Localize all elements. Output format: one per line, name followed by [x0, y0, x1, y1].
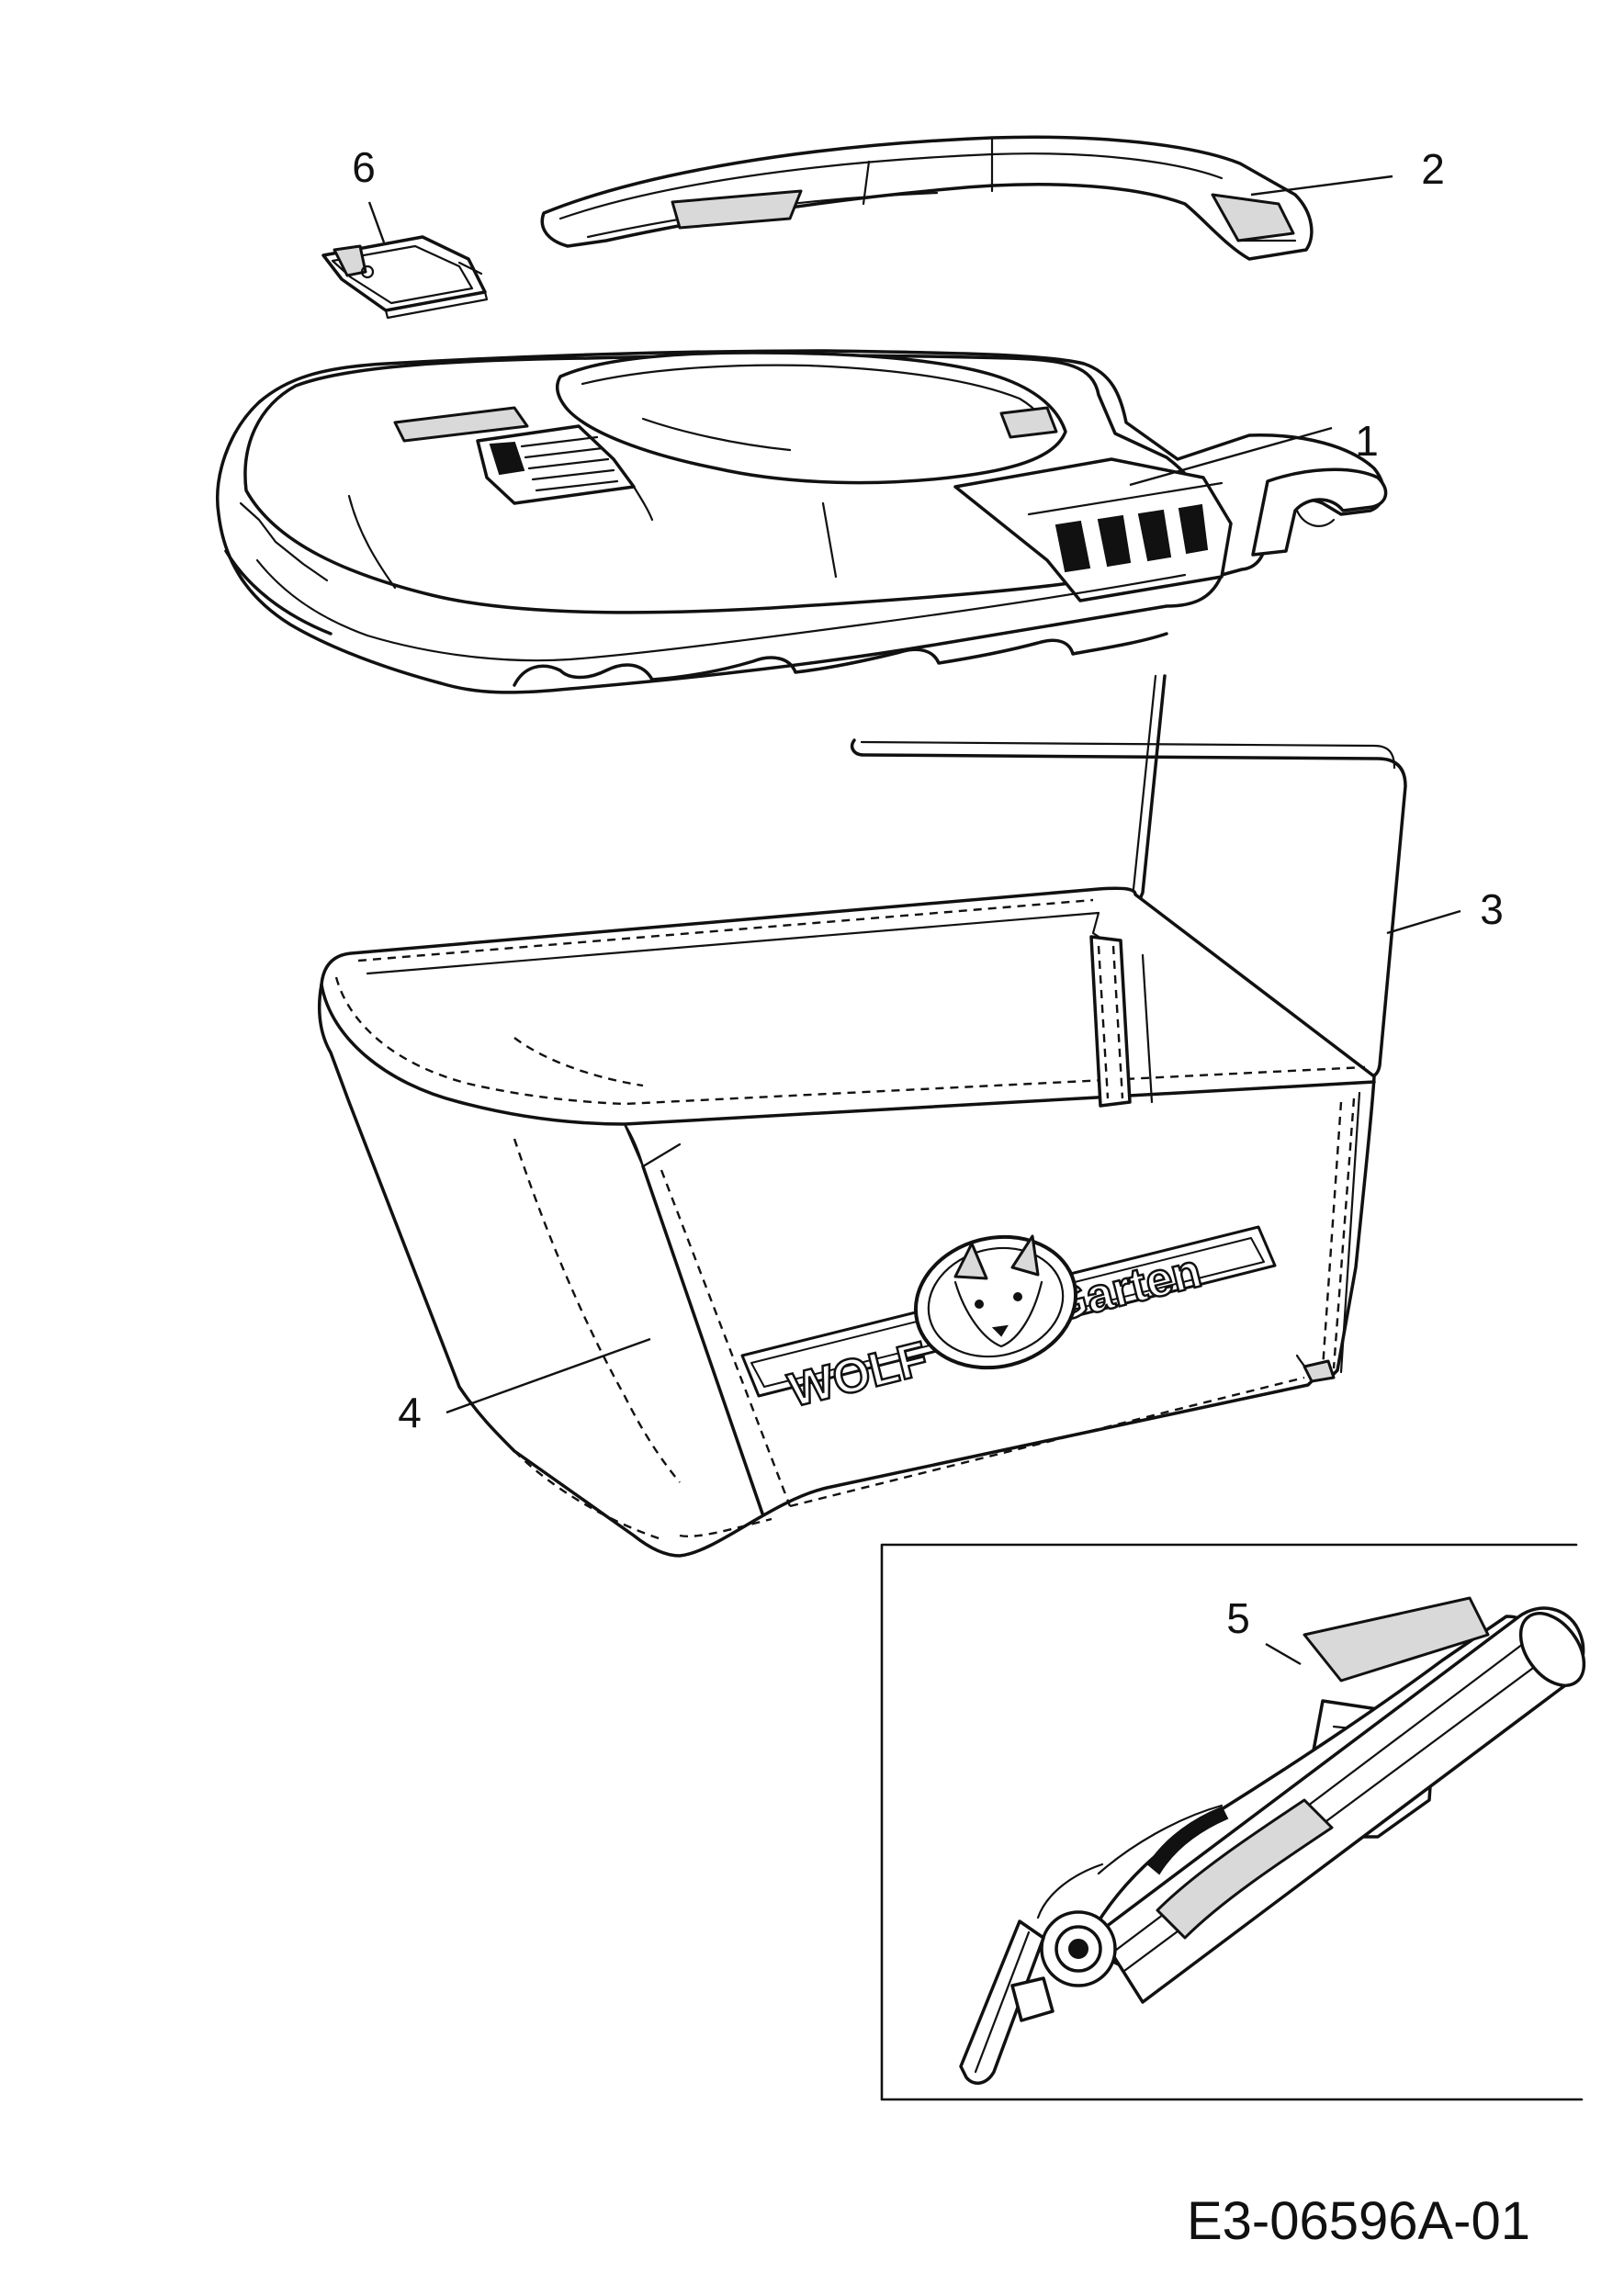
callout-4: 4	[398, 1337, 651, 1436]
callout-5: 5	[1226, 1594, 1302, 1666]
callout-3-label: 3	[1480, 885, 1504, 933]
callout-5-label: 5	[1226, 1594, 1250, 1642]
part-1-catcher-lid	[216, 349, 1388, 694]
drawing-number: E3-06596A-01	[1187, 2191, 1530, 2251]
callout-1: 1	[1129, 417, 1379, 487]
callout-6-label: 6	[352, 143, 376, 191]
part-4-fabric-bag	[317, 886, 1376, 1558]
callout-4-label: 4	[398, 1389, 422, 1436]
part-5-inset	[880, 1543, 1584, 2101]
part-6-level-indicator-cover	[321, 235, 489, 320]
callout-2: 2	[1250, 145, 1445, 197]
callout-1-label: 1	[1355, 417, 1379, 465]
callout-6: 6	[352, 143, 386, 243]
part-2-carry-handle	[540, 135, 1314, 261]
wolf-garten-logo: WOLF Garten	[740, 1225, 1277, 1419]
part-5-flap-assembly	[959, 1596, 1586, 2085]
callout-2-label: 2	[1421, 145, 1445, 193]
callout-3: 3	[1386, 885, 1504, 935]
